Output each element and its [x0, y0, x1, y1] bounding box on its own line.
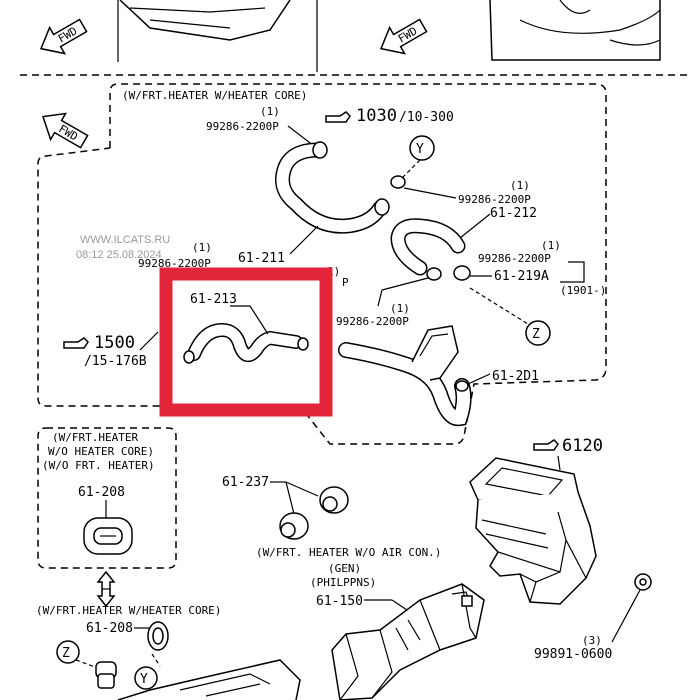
part-61-201: 61-2D1	[492, 369, 539, 384]
ref-6120: 6120	[562, 436, 603, 456]
section-left-3: (W/O FRT. HEATER)	[42, 459, 155, 472]
watermark-timestamp: 08:12 25.08.2024	[76, 249, 162, 261]
heater-unit-6120	[469, 457, 597, 605]
plug-61-237	[279, 486, 349, 540]
part-61-213: 61-213	[190, 292, 237, 307]
qty-label: (1)	[510, 179, 530, 192]
part-number-label: 99286-2200P	[206, 120, 279, 133]
grommet-bottom	[147, 621, 169, 651]
clamp	[426, 267, 442, 281]
marker-y-label: Y	[416, 142, 424, 157]
pointing-hand-icon	[63, 337, 89, 349]
ref-1030: 1030	[356, 106, 397, 126]
part-61-208: 61-208	[78, 485, 125, 500]
part-number-label: 99286-2200P	[478, 252, 551, 265]
hose-61-213	[183, 322, 309, 364]
ref-marker-z	[525, 320, 551, 346]
clamp-bottom	[95, 661, 117, 689]
pipe-61-201	[338, 325, 472, 427]
part-number-partial: P	[342, 276, 349, 289]
ref-marker-z	[56, 640, 80, 664]
section-title-main: (W/FRT.HEATER W/HEATER CORE)	[122, 89, 307, 102]
qty-label: (1)	[260, 105, 280, 118]
part-61-208-bottom: 61-208	[86, 621, 133, 636]
pointing-hand-icon	[533, 439, 559, 451]
note-aircon: (W/FRT. HEATER W/O AIR CON.)	[256, 546, 441, 559]
fwd-arrow-icon: FWD	[42, 112, 89, 149]
qty-label: (1)	[192, 241, 212, 254]
clamp	[390, 175, 406, 189]
marker-y-label: Y	[140, 672, 148, 687]
watermark-site: WWW.ILCATS.RU	[80, 234, 170, 246]
qty-label: (3)	[582, 634, 602, 647]
grommet-61-208	[83, 517, 133, 555]
ref-1901: (1901-)	[560, 284, 606, 297]
part-number-label: 99286-2200P	[138, 257, 211, 270]
ref-marker-y	[134, 666, 158, 690]
bolt-99891-0600	[634, 573, 652, 591]
highlight-61-213: 61-213	[159, 267, 333, 417]
part-61-212: 61-212	[490, 206, 537, 221]
hose-61-211	[275, 141, 390, 234]
ref-1500: 1500	[94, 333, 135, 353]
part-number-label: 99286-2200P	[458, 193, 531, 206]
double-arrow-icon	[96, 570, 116, 608]
duct-61-150	[331, 583, 485, 700]
part-61-150: 61-150	[316, 594, 363, 609]
heater-unit-partial	[117, 659, 301, 700]
hose-61-212	[390, 218, 466, 276]
fwd-arrow-icon: FWD	[39, 18, 88, 55]
fwd-arrow-icon: FWD	[379, 18, 428, 55]
section-left-2: W/O HEATER CORE)	[48, 445, 154, 458]
ref-1030-sub: /10-300	[399, 110, 454, 125]
part-61-211: 61-211	[238, 251, 285, 266]
note-phil: (PHILPPNS)	[310, 576, 376, 589]
qty-label: (1)	[390, 302, 410, 315]
section-boundary-left	[37, 427, 177, 569]
part-61-219a: 61-219A	[494, 269, 549, 284]
note-gen: (GEN)	[328, 562, 361, 575]
part-number-label: 99286-2200P	[336, 315, 409, 328]
marker-z-label: Z	[532, 327, 540, 342]
part-99891-0600: 99891-0600	[534, 647, 612, 662]
section-bottom-title: (W/FRT.HEATER W/HEATER CORE)	[36, 604, 221, 617]
ref-marker-y	[409, 135, 435, 161]
top-strip	[20, 0, 690, 76]
ref-1500-sub: /15-176B	[84, 354, 147, 369]
pointing-hand-icon	[325, 111, 351, 123]
main-section-boundary	[37, 83, 607, 445]
cap-61-219a	[453, 265, 471, 281]
part-61-237: 61-237	[222, 475, 269, 490]
marker-z-label: Z	[62, 646, 70, 661]
qty-label: (1)	[541, 239, 561, 252]
section-left-1: (W/FRT.HEATER	[52, 431, 138, 444]
